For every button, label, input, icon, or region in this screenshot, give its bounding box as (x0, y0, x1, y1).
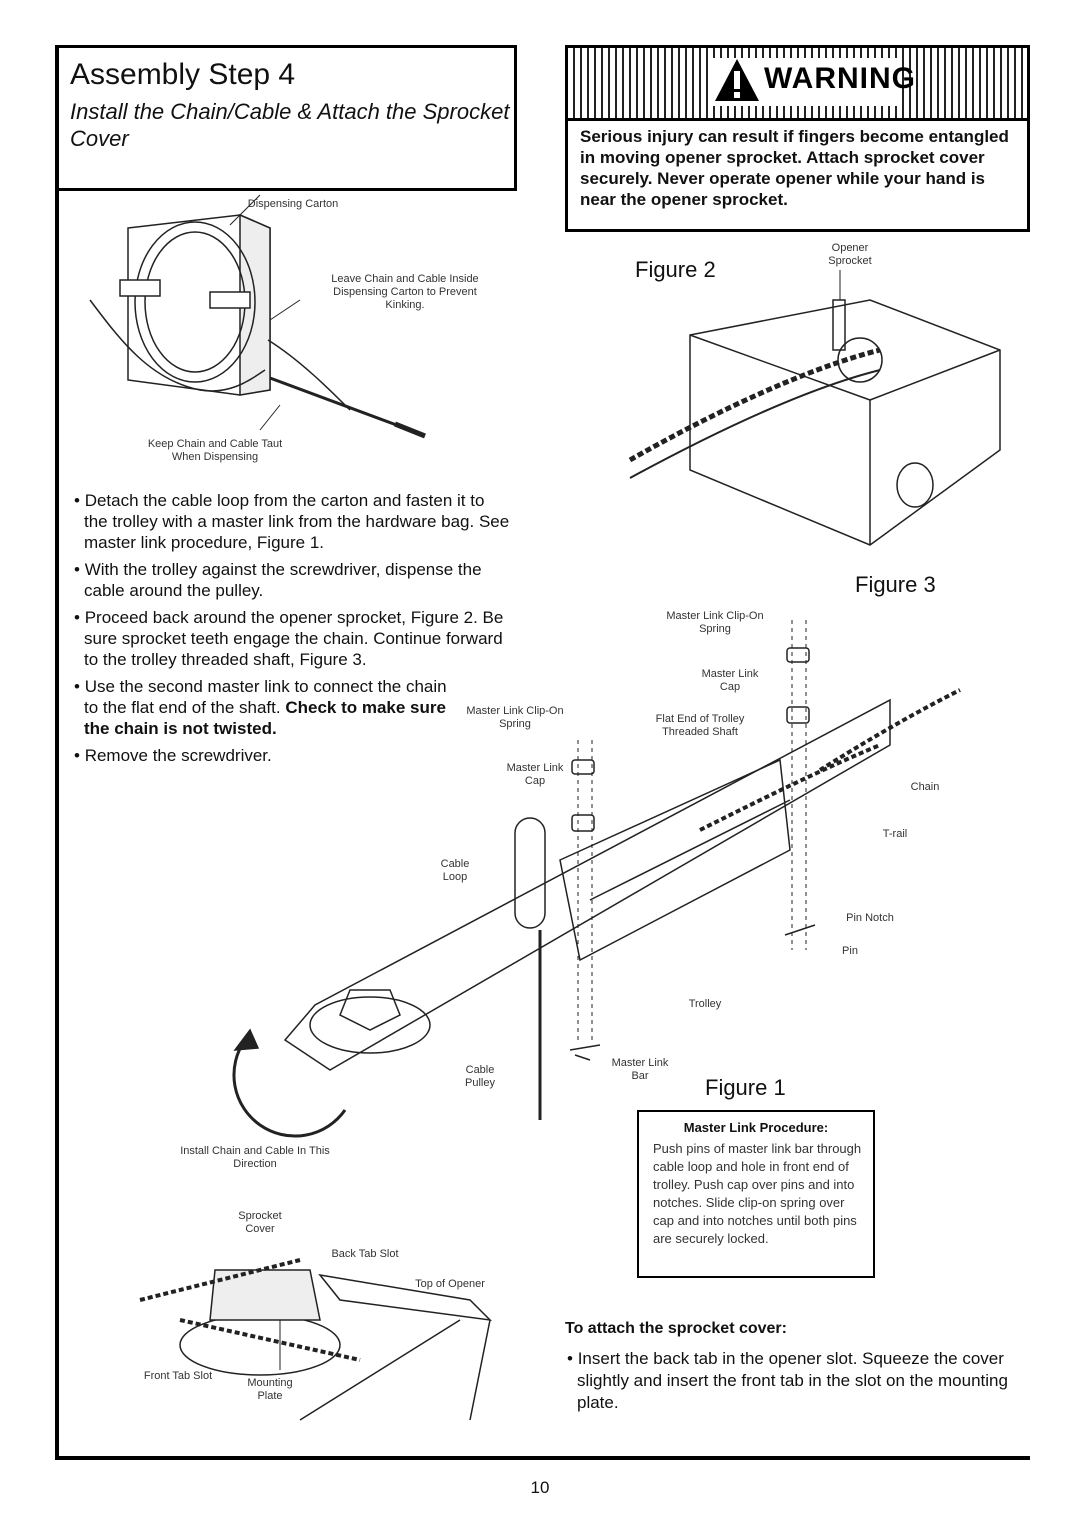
label-opener-sprocket: Opener Sprocket (828, 242, 872, 267)
label-front-tab-slot: Front Tab Slot (143, 1370, 213, 1382)
warning-word: WARNING (764, 62, 916, 95)
label-pin: Pin (842, 945, 858, 957)
label-mounting-plate: Mounting Plate (247, 1377, 293, 1402)
instruction-item: • Detach the cable loop from the carton … (74, 491, 510, 552)
label-master-link-clip-fig1: Master Link Clip-On Spring (466, 705, 564, 730)
master-link-procedure-box: Master Link Procedure: Push pins of mast… (637, 1110, 875, 1278)
instruction-item: • Proceed back around the opener sprocke… (74, 608, 504, 669)
instruction-item: • With the trolley against the screwdriv… (74, 560, 482, 600)
label-cable-loop: Cable Loop (440, 858, 470, 883)
page-border-bottom (55, 1456, 1030, 1460)
figure2-illustration (628, 270, 1001, 546)
figure2-title: Figure 2 (635, 257, 716, 282)
title-box: Assembly Step 4 Install the Chain/Cable … (55, 45, 517, 191)
label-dispensing-carton: Dispensing Carton (247, 198, 339, 210)
label-flat-end: Flat End of Trolley Threaded Shaft (655, 713, 745, 738)
master-link-procedure-text: Push pins of master link bar through cab… (653, 1141, 862, 1246)
label-chain: Chain (910, 781, 940, 793)
warning-triangle-icon (715, 59, 759, 101)
page-subtitle: Install the Chain/Cable & Attach the Spr… (70, 99, 510, 151)
warning-text: Serious injury can result if fingers bec… (580, 127, 1009, 209)
instruction-item: • Use the second master link to connect … (74, 677, 447, 738)
label-pin-notch: Pin Notch (846, 912, 894, 924)
label-top-of-opener: Top of Opener (415, 1278, 485, 1290)
label-install-direction: Install Chain and Cable In This Directio… (180, 1145, 330, 1170)
warning-box: WARNING Serious injury can result if fin… (565, 45, 1030, 232)
warning-banner: WARNING (568, 48, 1027, 121)
figure1-illustration (232, 620, 961, 1138)
instruction-list: • Detach the cable loop from the carton … (72, 490, 512, 772)
label-leave-chain: Leave Chain and Cable Inside Dispensing … (331, 273, 479, 311)
label-master-link-clip-fig3: Master Link Clip-On Spring (666, 610, 764, 635)
figure3-title: Figure 3 (855, 572, 936, 597)
page-border-left (55, 45, 59, 1460)
page-number: 10 (530, 1478, 550, 1497)
label-back-tab-slot: Back Tab Slot (331, 1248, 399, 1260)
label-keep-taut: Keep Chain and Cable Taut When Dispensin… (147, 438, 283, 463)
carton-illustration (89, 194, 426, 439)
attach-heading: To attach the sprocket cover: (565, 1320, 787, 1337)
page-title: Assembly Step 4 (70, 58, 296, 91)
label-master-link-cap-fig1: Master Link Cap (506, 762, 564, 787)
label-master-link-cap-fig3: Master Link Cap (701, 668, 759, 693)
label-master-link-bar: Master Link Bar (611, 1057, 669, 1082)
label-sprocket-cover: Sprocket Cover (238, 1210, 282, 1235)
figure1-title: Figure 1 (705, 1075, 786, 1100)
master-link-procedure-title: Master Link Procedure: (683, 1120, 829, 1135)
instruction-item: • Remove the screwdriver. (74, 746, 272, 765)
label-trolley: Trolley (688, 998, 722, 1010)
label-t-rail: T-rail (882, 828, 908, 840)
label-cable-pulley: Cable Pulley (465, 1064, 495, 1089)
sprocket-cover-illustration (139, 1258, 493, 1421)
attach-text: • Insert the back tab in the opener slot… (567, 1349, 1008, 1412)
